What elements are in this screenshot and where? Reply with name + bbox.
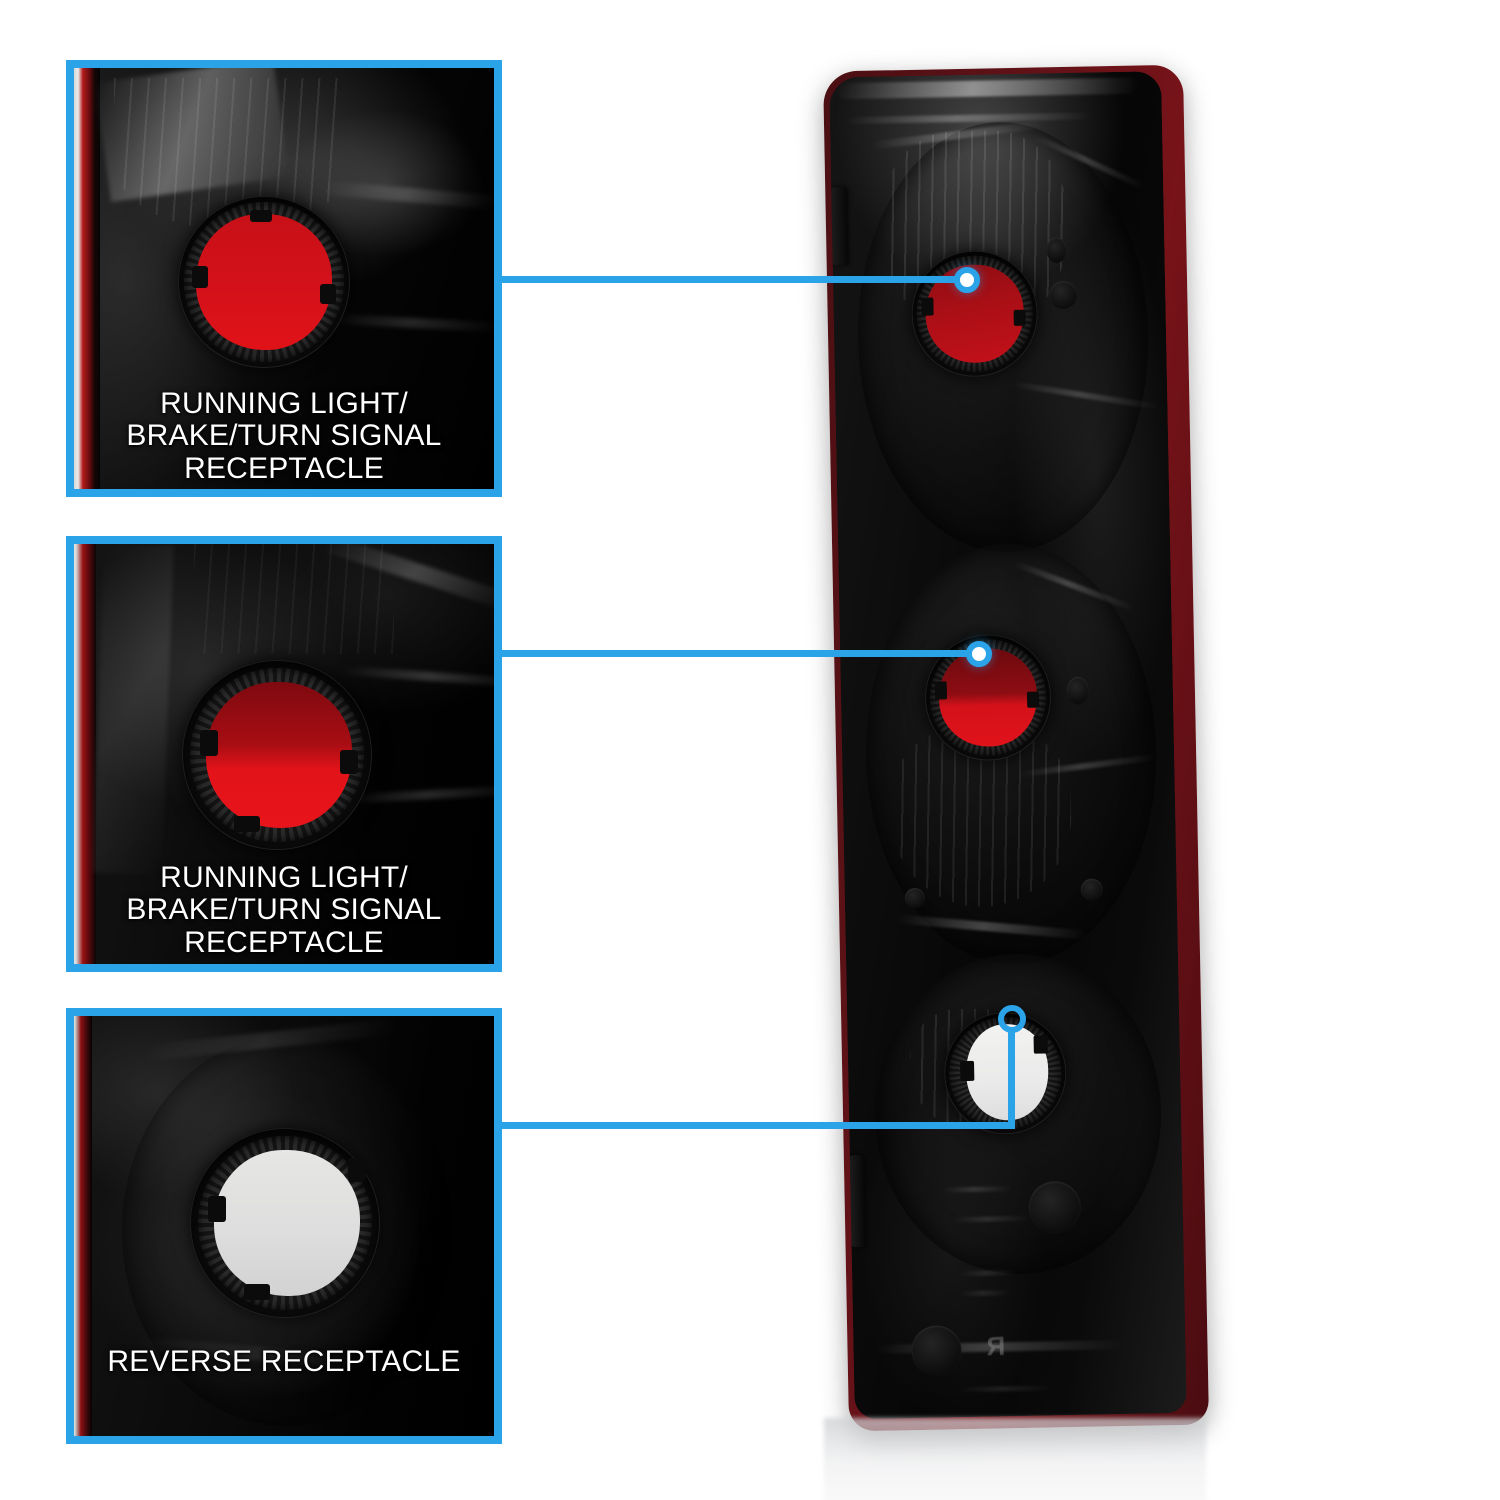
- connector-line-running-light-middle: [502, 650, 982, 657]
- connector-marker-reverse-receptacle: [998, 1005, 1026, 1033]
- callout-panel-running-light-upper: RUNNING LIGHT/ BRAKE/TURN SIGNAL RECEPTA…: [66, 60, 502, 497]
- product-photo-tail-light: R: [800, 40, 1270, 1500]
- tail-light-assembly: R: [822, 64, 1210, 1432]
- macro-photo-running-light-upper: [74, 68, 494, 489]
- connector-line-reverse-vertical: [1008, 1028, 1015, 1125]
- callout-caption: RUNNING LIGHT/ BRAKE/TURN SIGNAL RECEPTA…: [126, 861, 442, 959]
- product-reflection: [824, 1418, 1206, 1500]
- macro-photo-running-light-middle: [74, 544, 494, 964]
- connector-line-reverse-horizontal: [502, 1122, 1015, 1129]
- emboss-side-marking: R: [985, 1330, 1006, 1361]
- callout-caption: RUNNING LIGHT/ BRAKE/TURN SIGNAL RECEPTA…: [126, 387, 442, 485]
- callout-panel-reverse-receptacle: REVERSE RECEPTACLE: [66, 1008, 502, 1444]
- macro-photo-reverse-receptacle: [74, 1016, 494, 1436]
- connector-line-running-light-upper: [502, 276, 970, 283]
- callout-caption: REVERSE RECEPTACLE: [107, 1345, 461, 1378]
- connector-marker-running-light-upper: [954, 267, 980, 293]
- connector-marker-running-light-middle: [966, 641, 992, 667]
- smoked-housing: R: [829, 71, 1187, 1420]
- callout-panel-running-light-middle: RUNNING LIGHT/ BRAKE/TURN SIGNAL RECEPTA…: [66, 536, 502, 972]
